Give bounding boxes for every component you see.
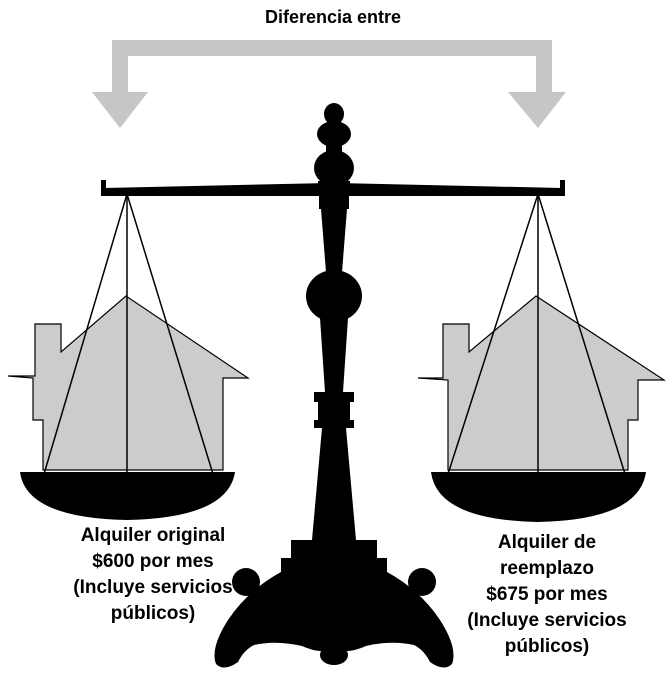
- right-rent-label: Alquiler de reemplazo $675 por mes (Incl…: [432, 530, 662, 660]
- left-rent-line-1: Alquiler original: [80, 525, 226, 546]
- left-rent-label: Alquiler original $600 por mes (Incluye …: [40, 523, 266, 627]
- scale-base: [214, 568, 454, 668]
- difference-arrow: [92, 40, 566, 128]
- scale-finial: [314, 103, 354, 189]
- balance-beam: [101, 180, 565, 196]
- diagram-title: Diferencia entre: [264, 7, 402, 27]
- left-pan: [20, 472, 235, 520]
- right-rent-line-5: públicos): [504, 636, 590, 657]
- left-house-icon: [7, 295, 250, 471]
- right-rent-line-2: reemplazo: [500, 558, 594, 579]
- left-pan-strings: [43, 193, 214, 475]
- right-rent-line-3: $675 por mes: [486, 584, 608, 605]
- left-rent-line-2: $600 por mes: [92, 551, 214, 572]
- right-rent-line-4: (Incluye servicios: [467, 610, 627, 631]
- left-rent-line-3: (Incluye servicios: [73, 577, 233, 598]
- right-pan: [431, 472, 646, 522]
- left-rent-line-4: públicos): [110, 603, 196, 624]
- right-rent-line-1: Alquiler de: [497, 532, 597, 553]
- scale-column: [281, 195, 387, 572]
- right-pan-strings: [447, 193, 626, 475]
- right-house-icon: [417, 295, 667, 471]
